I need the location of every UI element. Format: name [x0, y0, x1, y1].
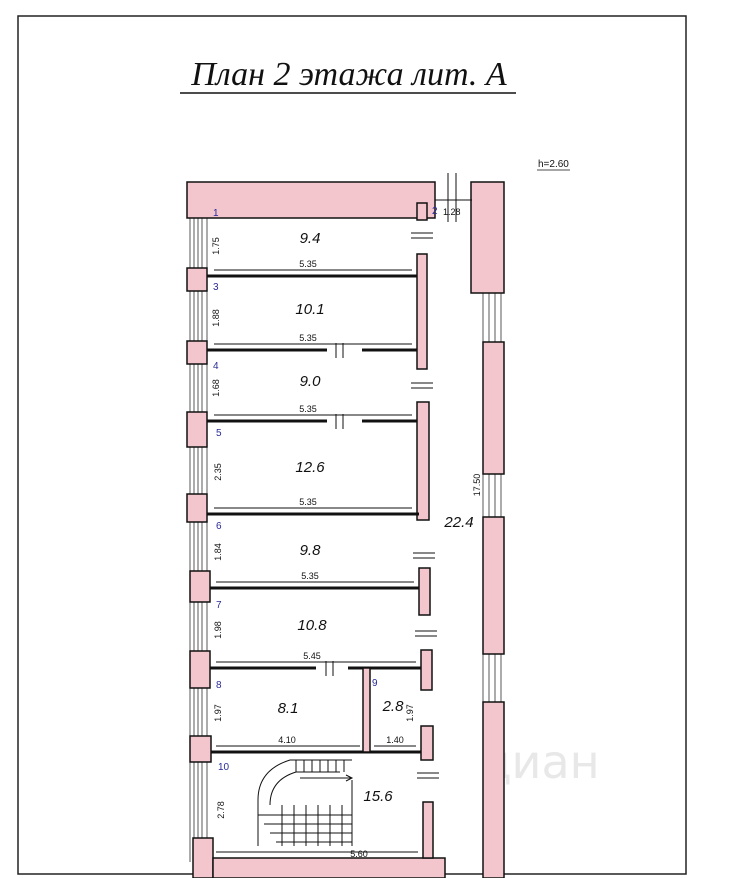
- room-area: 15.6: [363, 788, 393, 805]
- room-number: 6: [216, 521, 222, 532]
- room-partitions: [207, 274, 421, 754]
- height-dimension: 1.98: [213, 621, 223, 639]
- width-dimension: 5.45: [303, 651, 321, 661]
- room-area: 9.8: [300, 542, 322, 559]
- room-number: 9: [372, 678, 378, 689]
- corridor-width-dimension: 1.28: [443, 207, 461, 217]
- width-dimension: 5.35: [301, 571, 319, 581]
- room-area: 12.6: [295, 459, 325, 476]
- width-dimension: 5.60: [350, 849, 368, 859]
- room-number: 3: [213, 282, 219, 293]
- height-dimensions: 1.75 1.88 1.68 2.35 1.84 1.98 1.97 1.97 …: [211, 237, 482, 819]
- ceiling-height-label: h=2.60: [538, 159, 569, 170]
- room-number: 8: [216, 680, 222, 691]
- room-number: 5: [216, 428, 222, 439]
- room-numbers: 1 2 3 4 5 6 7 8 9 10: [213, 206, 438, 773]
- outer-walls: [186, 181, 505, 878]
- room-area: 9.0: [300, 373, 322, 390]
- room-number: 10: [218, 762, 230, 773]
- height-dimension: 1.88: [211, 309, 221, 327]
- plan-title: План 2 этажа лит. А: [190, 56, 507, 93]
- staircase: [257, 759, 354, 846]
- height-dimension: 2.78: [216, 801, 226, 819]
- room-number: 1: [213, 208, 219, 219]
- height-dimension: 1.97: [213, 704, 223, 722]
- width-dimension: 5.35: [299, 333, 317, 343]
- right-window-strips: [482, 293, 502, 702]
- height-dimension: 1.75: [211, 237, 221, 255]
- room-areas: 9.4 10.1 9.0 12.6 9.8 10.8 8.1 2.8 15.6 …: [278, 230, 474, 805]
- height-dimension: 1.97: [405, 704, 415, 722]
- room-area: 2.8: [382, 698, 405, 715]
- width-dimension: 1.40: [386, 735, 404, 745]
- corridor-area: 22.4: [443, 514, 473, 531]
- room-area: 8.1: [278, 700, 299, 717]
- corridor-wall: [411, 202, 439, 859]
- width-dimension: 5.35: [299, 404, 317, 414]
- width-dimension: 4.10: [278, 735, 296, 745]
- width-dimension: 5.35: [299, 497, 317, 507]
- room-area: 10.1: [295, 301, 324, 318]
- room-number: 4: [213, 361, 219, 372]
- height-dimension: 1.68: [211, 379, 221, 397]
- room-number: 7: [216, 600, 222, 611]
- width-dimensions: 5.35 5.35 5.35 5.35 5.35 5.45 4.10 1.40 …: [278, 207, 460, 859]
- room-area: 9.4: [300, 230, 321, 247]
- height-dimension: 2.35: [213, 463, 223, 481]
- room-number: 2: [432, 206, 438, 217]
- corridor-length-dimension: 17.50: [472, 474, 482, 497]
- dimension-lines: [214, 173, 472, 853]
- width-dimension: 5.35: [299, 259, 317, 269]
- room-area: 10.8: [297, 617, 327, 634]
- height-dimension: 1.84: [213, 543, 223, 561]
- left-window-strip: [189, 218, 208, 862]
